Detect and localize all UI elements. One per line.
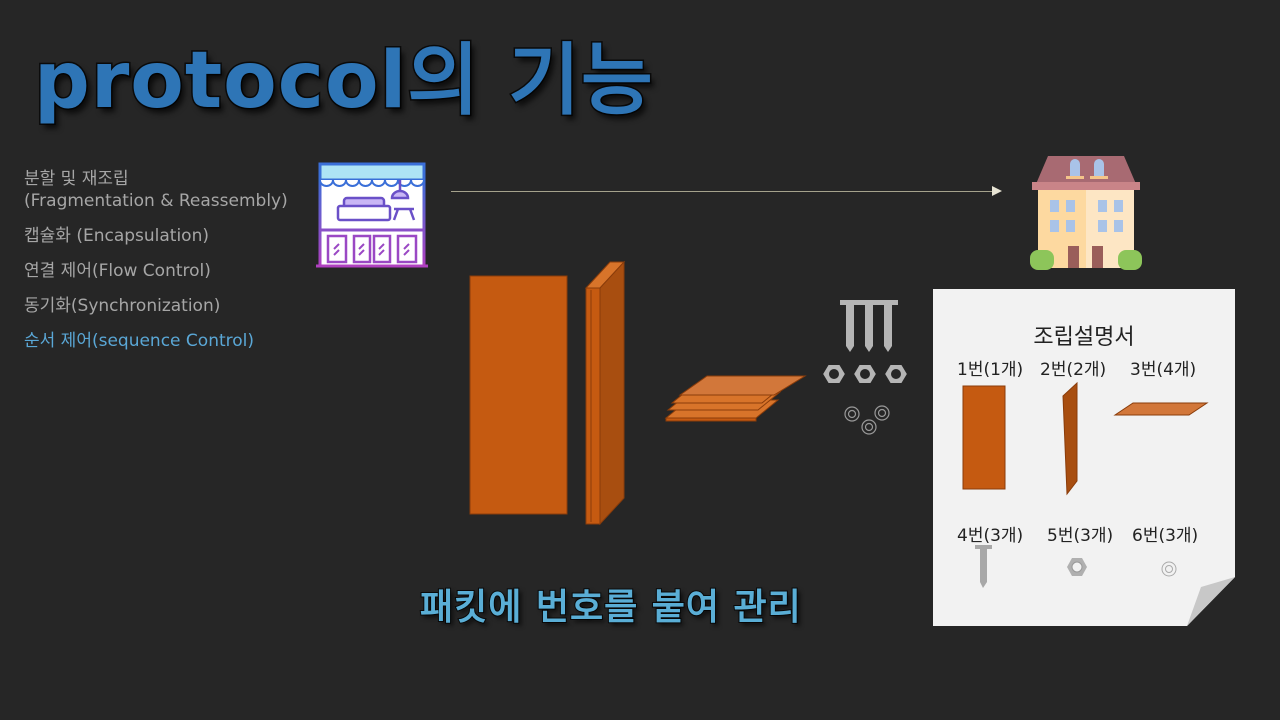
manual-title: 조립설명서: [1033, 325, 1135, 350]
manual-paper: [933, 289, 1235, 626]
side-board-icon: [1062, 381, 1078, 496]
nut-icon: [820, 363, 910, 385]
part-label-2: 2번(2개): [1040, 360, 1107, 380]
part-label-4: 4번(3개): [957, 526, 1024, 546]
manual-board-diagrams: [962, 381, 1209, 496]
feature-item-encapsulation: 캡슐화 (Encapsulation): [24, 226, 209, 246]
arrow-right-icon: [992, 186, 1002, 196]
large-panel-icon: [962, 385, 1006, 490]
feature-item-flow-control: 연결 제어(Flow Control): [24, 261, 211, 281]
slide-title: protocol의 기능: [33, 35, 655, 128]
part-label-6: 6번(3개): [1132, 526, 1199, 546]
furniture-parts-disassembled: [469, 260, 807, 526]
slide-caption: 패킷에 번호를 붙여 관리: [419, 586, 802, 629]
part-label-1: 1번(1개): [957, 360, 1024, 380]
feature-label: 분할 및 재조립: [24, 169, 129, 189]
feature-list: 분할 및 재조립 (Fragmentation & Reassembly) 캡슐…: [24, 168, 288, 365]
nut-icon: [1067, 558, 1087, 576]
large-panel-part: [469, 275, 568, 515]
feature-sub-label: (Fragmentation & Reassembly): [24, 191, 288, 211]
feature-item-sequence-control: 순서 제어(sequence Control): [24, 331, 255, 351]
washer-icon: [844, 405, 890, 435]
furniture-store-icon: [316, 162, 428, 268]
washer-icon: [1161, 561, 1177, 577]
side-board-part: [584, 260, 626, 526]
manual-hardware-diagrams: [975, 545, 1177, 588]
shelf-board-icon: [1113, 402, 1209, 416]
shelf-board-stack: [664, 375, 807, 422]
screw-icon: [840, 300, 898, 352]
house-icon: [1030, 156, 1142, 270]
feature-item-fragmentation: 분할 및 재조립 (Fragmentation & Reassembly): [24, 168, 288, 212]
delivery-arrow-line: [451, 191, 993, 192]
part-label-3: 3번(4개): [1130, 360, 1197, 380]
feature-item-synchronization: 동기화(Synchronization): [24, 296, 221, 316]
part-label-5: 5번(3개): [1047, 526, 1114, 546]
hardware-parts: [820, 300, 910, 435]
screw-icon: [975, 545, 992, 588]
assembly-manual: 조립설명서 1번(1개) 2번(2개) 3번(4개) 4번(3개) 5번(3개)…: [933, 289, 1235, 626]
